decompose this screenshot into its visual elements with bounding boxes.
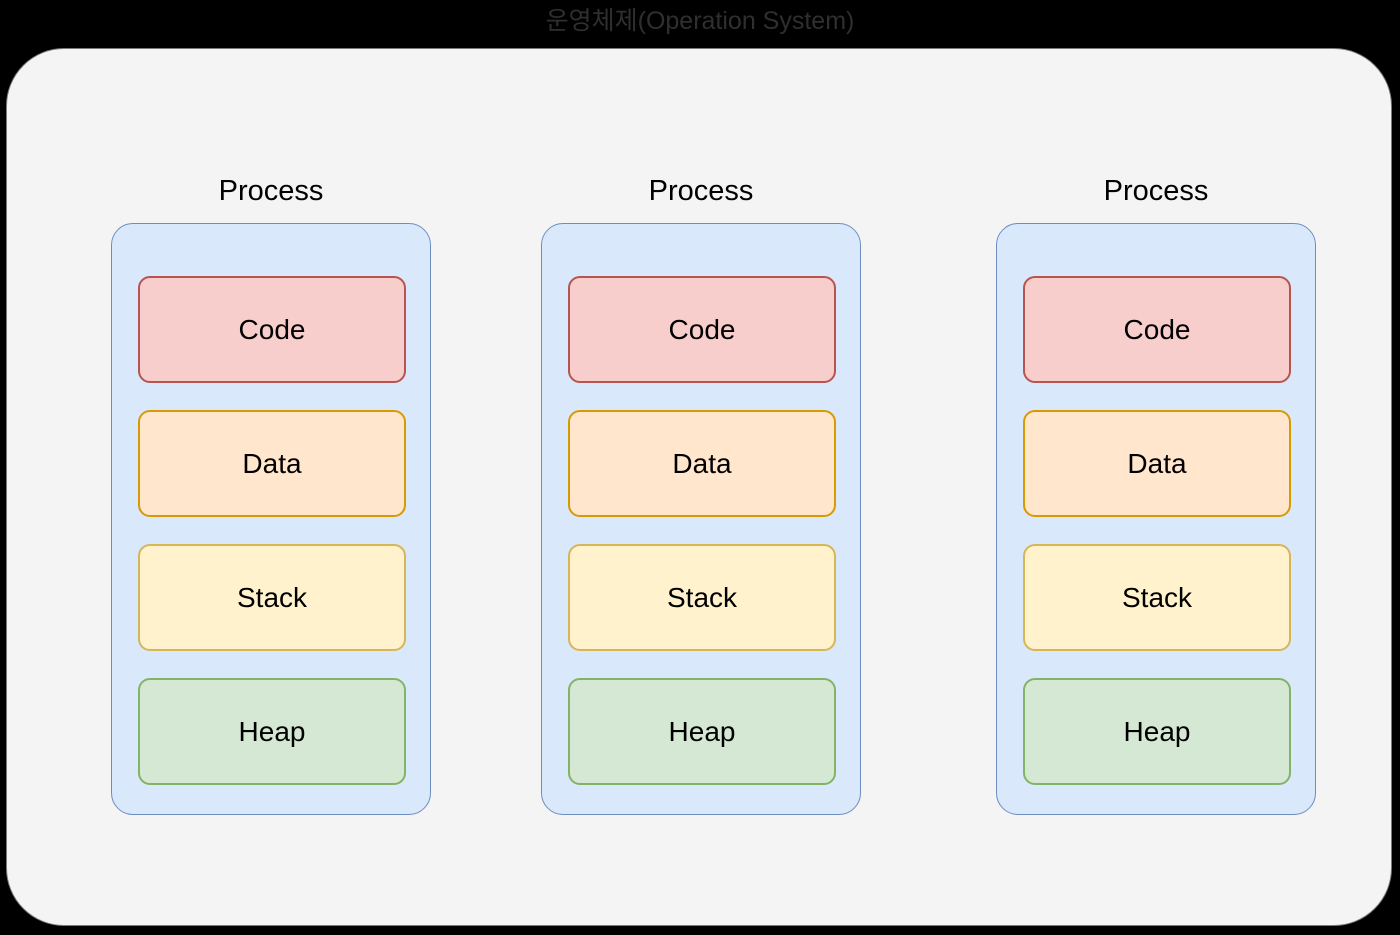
segment-label: Code (1123, 313, 1191, 345)
process-label: Process (648, 175, 754, 207)
memory-segment-heap[interactable]: Heap (568, 678, 836, 785)
memory-segment-heap[interactable]: Heap (138, 678, 406, 785)
segment-label: Data (1127, 447, 1187, 479)
process-column-1: Process Code Data Stack Heap (111, 174, 431, 815)
segment-label: Data (672, 447, 732, 479)
memory-segment-data[interactable]: Data (568, 410, 836, 517)
memory-segment-stack[interactable]: Stack (138, 544, 406, 651)
memory-segment-code[interactable]: Code (1023, 276, 1291, 383)
segment-label: Heap (668, 715, 736, 747)
segment-label: Heap (1123, 715, 1191, 747)
process-row: Process Code Data Stack Heap Process (7, 49, 1393, 927)
process-label: Process (218, 175, 324, 207)
segment-label: Code (238, 313, 306, 345)
memory-segment-data[interactable]: Data (138, 410, 406, 517)
memory-segment-heap[interactable]: Heap (1023, 678, 1291, 785)
page-title: 운영체제(Operation System) (545, 7, 855, 35)
memory-segment-code[interactable]: Code (138, 276, 406, 383)
process-box[interactable]: Code Data Stack Heap (111, 223, 431, 815)
segment-label: Stack (1121, 581, 1193, 613)
segment-label: Stack (236, 581, 308, 613)
operating-system-container: Process Code Data Stack Heap Process (6, 48, 1392, 926)
process-column-2: Process Code Data Stack Heap (541, 174, 861, 815)
segment-label: Data (242, 447, 302, 479)
segment-label: Heap (238, 715, 306, 747)
memory-segment-stack[interactable]: Stack (568, 544, 836, 651)
process-column-3: Process Code Data Stack Heap (996, 174, 1316, 815)
process-box[interactable]: Code Data Stack Heap (541, 223, 861, 815)
process-box[interactable]: Code Data Stack Heap (996, 223, 1316, 815)
memory-segment-stack[interactable]: Stack (1023, 544, 1291, 651)
memory-segment-data[interactable]: Data (1023, 410, 1291, 517)
segment-label: Code (668, 313, 736, 345)
process-label: Process (1103, 175, 1209, 207)
memory-segment-code[interactable]: Code (568, 276, 836, 383)
segment-label: Stack (666, 581, 738, 613)
